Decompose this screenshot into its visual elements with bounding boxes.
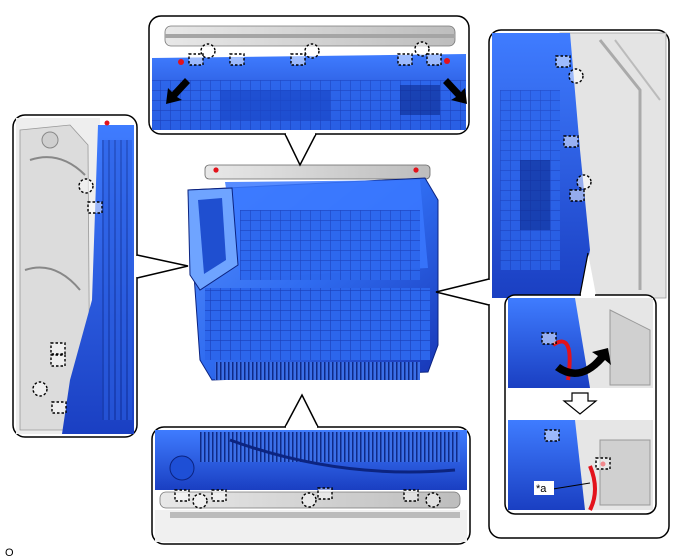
- push-arrow-icon: [443, 78, 467, 104]
- bottom-panel: [151, 393, 471, 545]
- right-panel-image: [492, 32, 667, 299]
- left-panel: [12, 114, 189, 438]
- top-panel: [148, 15, 470, 167]
- clip-markers: [555, 55, 592, 202]
- left-panel-image: [16, 118, 134, 434]
- clip-markers: [32, 178, 103, 414]
- detail-step-2: *a: [508, 420, 653, 511]
- top-panel-image: [152, 25, 467, 130]
- push-arrow-icon: [166, 78, 190, 104]
- figure-code: O: [5, 547, 14, 559]
- detail-inset-panel: *a: [504, 252, 657, 515]
- clip-markers: [174, 487, 441, 509]
- down-arrow-icon: [562, 392, 598, 415]
- clip-markers: [188, 41, 442, 66]
- callout-label: *a: [536, 483, 547, 495]
- right-panel: *a: [435, 29, 670, 539]
- detail-step-1: [508, 298, 653, 388]
- rotate-arrow-icon: [555, 348, 611, 378]
- center-unit: [187, 164, 439, 381]
- bottom-panel-image: [155, 430, 467, 542]
